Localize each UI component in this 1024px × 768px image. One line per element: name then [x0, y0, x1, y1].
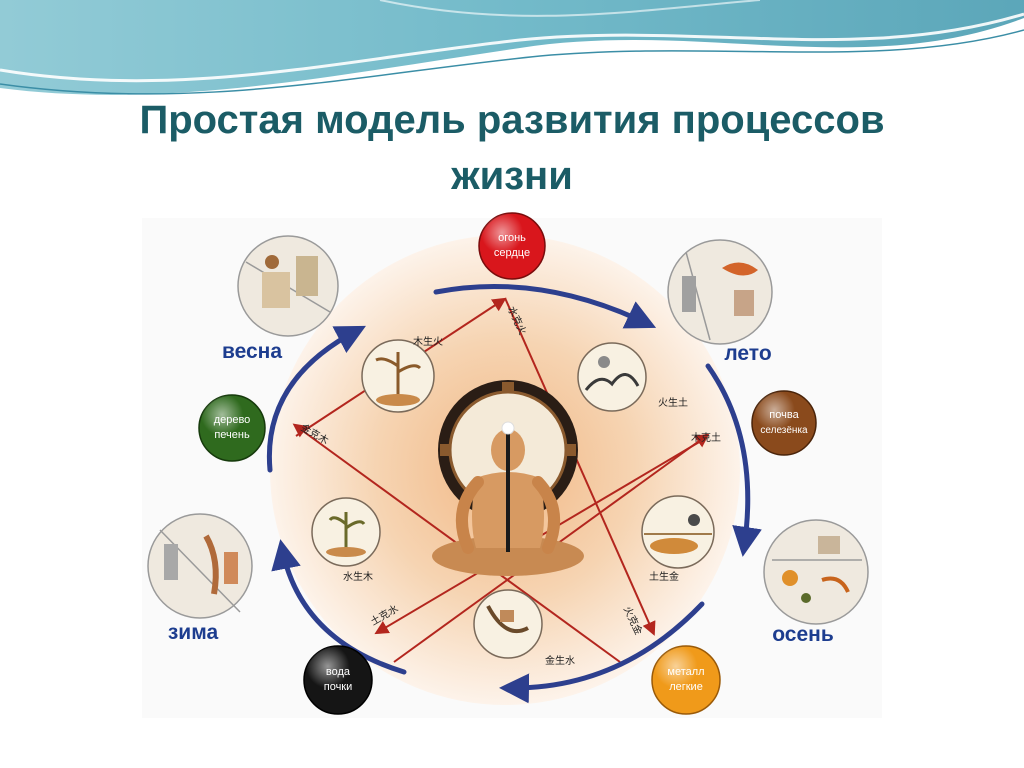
caption-wood-earth: 木克土 [691, 431, 721, 444]
autumn-illustration [763, 519, 869, 625]
slide-title-line1: Простая модель развития процессов [139, 98, 885, 142]
element-earth: почва селезёнка [751, 390, 817, 456]
element-water-organ: почки [324, 681, 353, 693]
caption-fire-earth: 火生土 [658, 396, 688, 409]
caption-earth-metal: 土生金 [649, 570, 679, 583]
season-winter: зима [168, 621, 219, 644]
element-water-label: вода [326, 666, 351, 678]
element-metal-label: металл [667, 666, 704, 678]
header-waves [0, 0, 1024, 95]
meditating-figure [432, 380, 584, 576]
element-wood: дерево печень [198, 394, 266, 462]
water-inner-illustration [311, 497, 381, 567]
element-wood-organ: печень [214, 429, 250, 441]
caption-metal-water: 金生水 [545, 654, 575, 667]
cycle-arrow [266, 325, 366, 473]
element-wood-label: дерево [214, 414, 251, 426]
figure-arm [456, 476, 484, 554]
slide-title: Простая модель развития процессов жизни [0, 92, 1024, 204]
caption-water-wood: 水生木 [343, 570, 373, 583]
element-metal: металл легкие [651, 645, 721, 715]
winter-illustration [147, 513, 253, 619]
element-fire: огонь сердце [478, 212, 546, 280]
cycle-arrow [271, 539, 407, 675]
element-fire-label: огонь [498, 232, 526, 244]
season-autumn: осень [772, 623, 834, 646]
cycle-arrow [499, 601, 705, 704]
season-spring: весна [222, 340, 282, 363]
earth-inner-illustration [641, 495, 715, 569]
element-earth-organ: селезёнка [760, 425, 808, 436]
slide-title-line2: жизни [451, 154, 573, 198]
cycle-arrow [705, 363, 762, 557]
fire-inner-illustration [577, 342, 647, 412]
figure-arm [532, 476, 560, 554]
spring-illustration [237, 235, 339, 337]
season-summer: лето [724, 342, 771, 365]
wood-inner-illustration [361, 339, 435, 413]
metal-inner-illustration [473, 589, 543, 659]
element-earth-label: почва [769, 409, 799, 421]
element-metal-organ: легкие [669, 681, 703, 693]
summer-illustration [667, 239, 773, 345]
caption-wood-fire: 木生火 [413, 335, 443, 348]
crown-light [501, 421, 515, 435]
element-water: вода почки [303, 645, 373, 715]
star-line [504, 297, 656, 636]
element-fire-organ: сердце [494, 247, 530, 259]
generating-cycle-arrows [266, 283, 762, 704]
cycle-arrow [433, 283, 657, 329]
